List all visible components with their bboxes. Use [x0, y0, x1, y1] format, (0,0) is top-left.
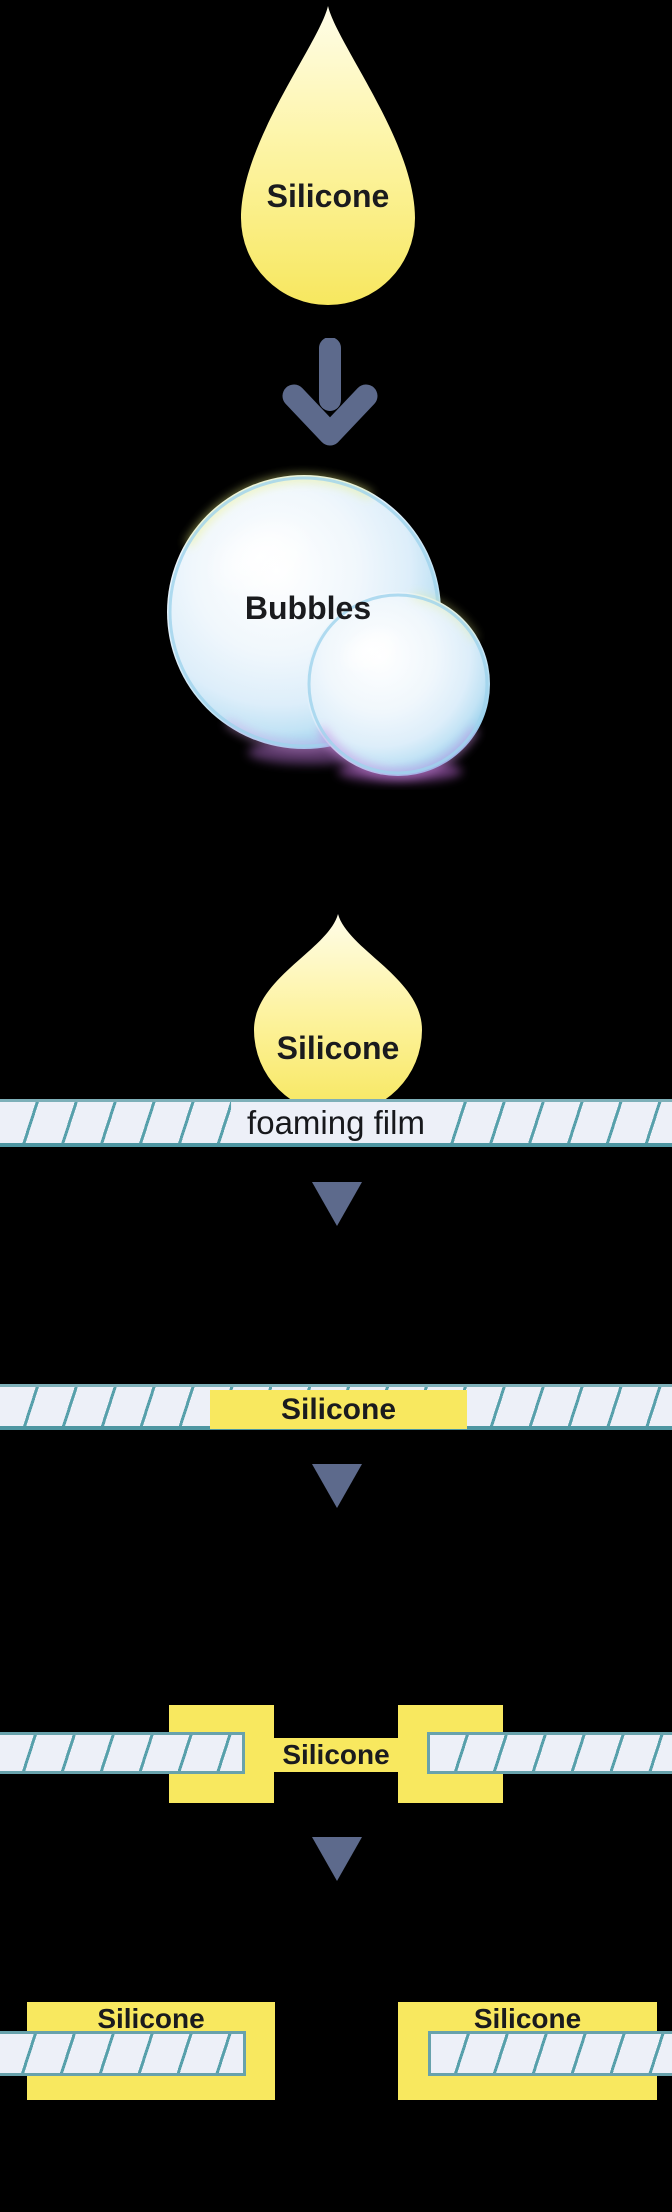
stage6-right-label: Silicone: [473, 2003, 582, 2034]
stage5-film-left: [0, 1732, 245, 1774]
down-triangle-icon-2: [312, 1464, 362, 1508]
stage6-film-left: [0, 2031, 246, 2076]
foaming-film-label: foaming film: [231, 1102, 441, 1143]
film-bar-impregnated: Silicone: [0, 1384, 672, 1430]
stage4-silicone-segment: Silicone: [210, 1390, 467, 1429]
stage3-drop-label: Silicone: [276, 1029, 400, 1066]
stage2-bubbles-label: Bubbles: [244, 589, 372, 626]
down-triangle-icon-1: [312, 1182, 362, 1226]
stage1-drop-label: Silicone: [266, 177, 390, 214]
foaming-film-bar: foaming film: [0, 1099, 672, 1147]
stage6-left-label: Silicone: [97, 2003, 205, 2034]
down-triangle-icon-3: [312, 1837, 362, 1881]
stage5-film-right: [427, 1732, 672, 1774]
stage5-silicone-bridge: Silicone: [274, 1738, 398, 1772]
bubbles-icon: [167, 475, 490, 782]
silicone-drop-on-film-icon: [254, 914, 422, 1110]
silicone-drop-icon: [241, 6, 415, 305]
stage6-film-right: [428, 2031, 672, 2076]
down-arrow-icon: [282, 338, 378, 446]
